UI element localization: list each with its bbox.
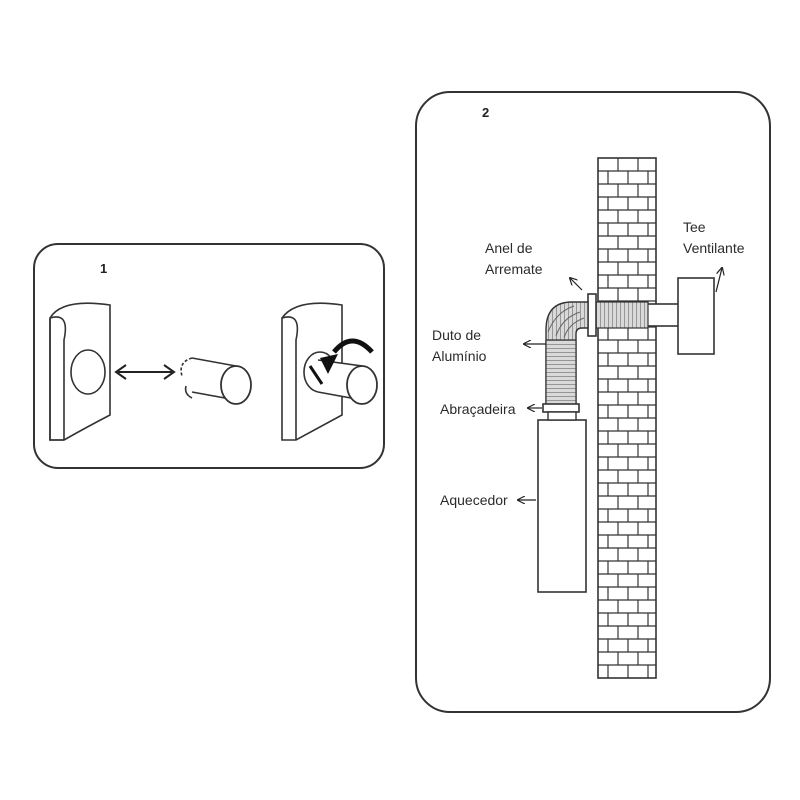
wall-duct-section <box>595 301 649 329</box>
tee-vent-terminal <box>645 277 715 355</box>
hose-clamp <box>542 403 580 413</box>
double-arrow-icon <box>114 364 176 380</box>
pointer-tee <box>715 268 722 293</box>
label-anel-line2: Arremate <box>485 261 543 277</box>
wall-hole <box>70 349 106 395</box>
aluminium-flex-duct <box>545 301 589 406</box>
label-tee-line2: Ventilante <box>683 240 745 256</box>
label-aquecedor: Aquecedor <box>440 492 508 508</box>
label-duto-line1: Duto de <box>432 327 481 343</box>
label-tee-line1: Tee <box>683 219 706 235</box>
panel-1: 1 <box>33 243 385 469</box>
wall-block-with-hole <box>49 302 111 441</box>
panel-2-number: 2 <box>482 105 489 120</box>
label-abracadeira: Abraçadeira <box>440 401 516 417</box>
panel-2-frame <box>415 91 771 713</box>
pipe-sleeve <box>180 357 252 405</box>
pointer-anel <box>570 278 583 291</box>
label-anel-line1: Anel de <box>485 240 533 256</box>
panel-2: 2 Anel de Ar <box>415 91 771 713</box>
panel-1-number: 1 <box>100 261 107 276</box>
rotate-arrow-icon <box>308 338 374 385</box>
heater-unit <box>537 411 587 593</box>
trim-ring <box>587 293 597 337</box>
brick-wall <box>597 157 657 679</box>
label-duto-line2: Alumínio <box>432 348 487 364</box>
